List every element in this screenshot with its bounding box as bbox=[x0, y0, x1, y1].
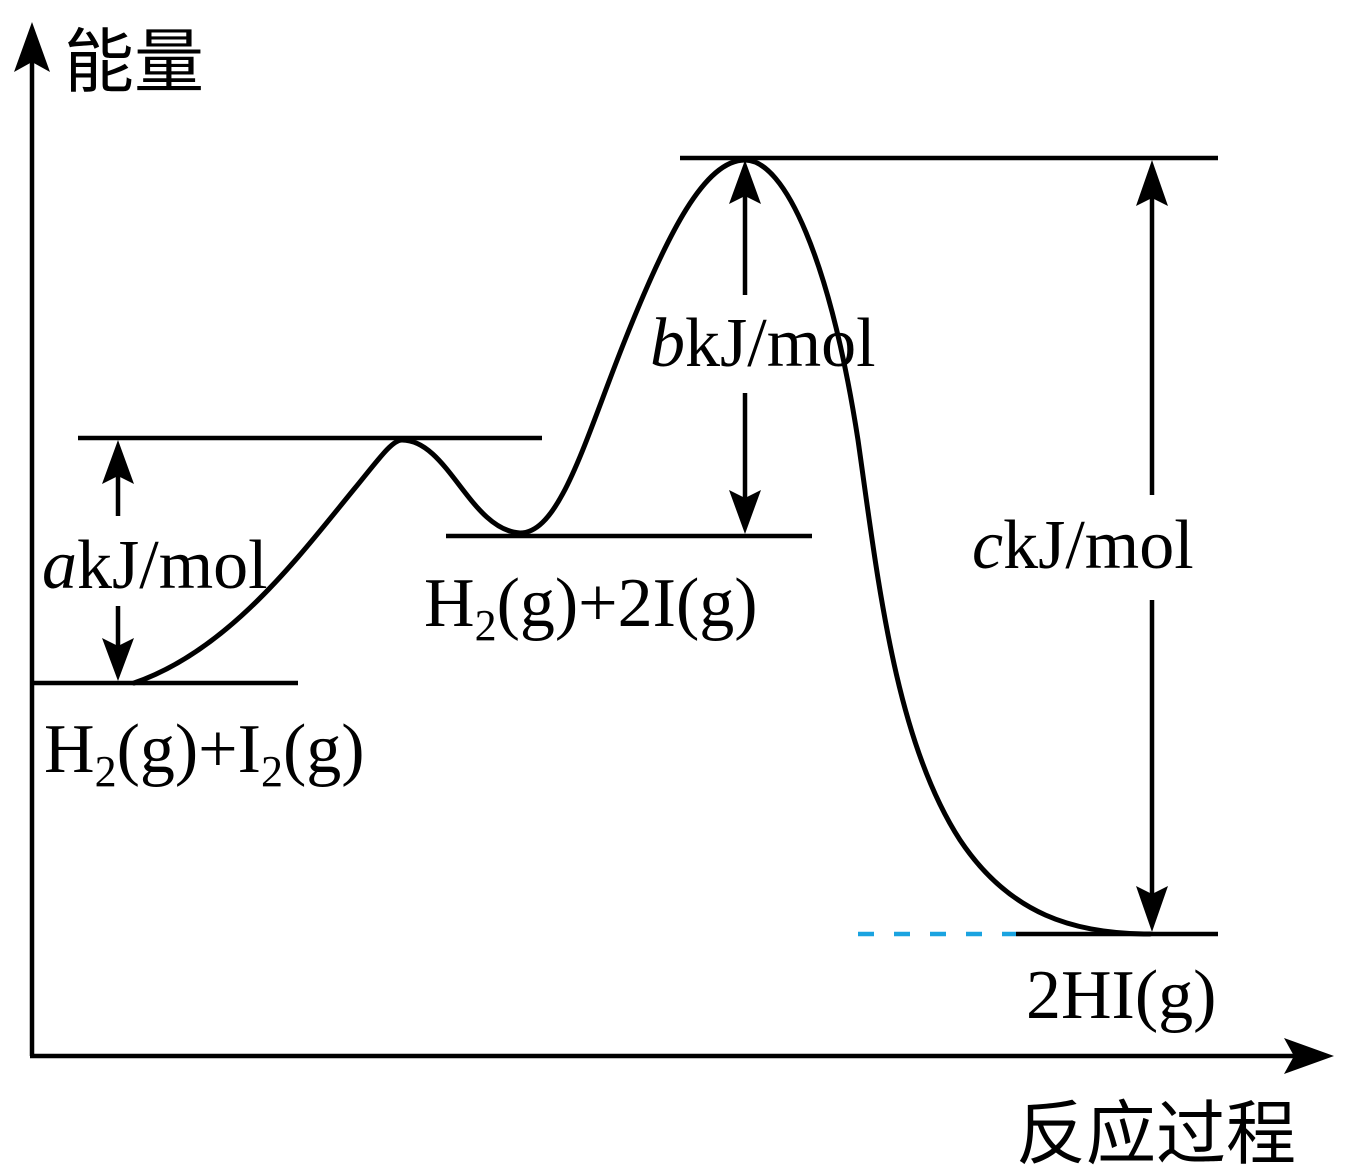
arrow-b-up-head bbox=[729, 160, 761, 204]
reactants-i-subscript: 2 bbox=[261, 747, 283, 796]
energy-label-c: ckJ/mol bbox=[972, 507, 1194, 584]
arrow-a-down-head bbox=[102, 638, 134, 681]
reactants-mid: (g)+I bbox=[117, 711, 261, 788]
energy-unit-a: kJ/mol bbox=[77, 527, 268, 604]
intermediate-tail: (g)+2I(g) bbox=[497, 565, 758, 642]
x-axis-arrowhead bbox=[1284, 1038, 1334, 1074]
arrow-b-down-head bbox=[729, 490, 761, 534]
reactants-label: H2(g)+I2(g) bbox=[44, 711, 365, 796]
reactants-h: H bbox=[44, 711, 95, 788]
energy-label-b: bkJ/mol bbox=[650, 305, 876, 382]
reactants-tail: (g) bbox=[283, 711, 365, 788]
arrow-a-up-head bbox=[102, 440, 134, 484]
arrow-a bbox=[102, 440, 134, 681]
energy-unit-c: kJ/mol bbox=[1003, 507, 1194, 584]
x-axis-label: 反应过程 bbox=[1016, 1093, 1296, 1172]
product-label: 2HI(g) bbox=[1026, 957, 1216, 1034]
energy-var-a: a bbox=[42, 527, 77, 604]
intermediate-label: H2(g)+2I(g) bbox=[424, 565, 758, 650]
arrow-c bbox=[1136, 160, 1168, 932]
energy-var-c: c bbox=[972, 507, 1003, 584]
arrow-c-up-head bbox=[1136, 160, 1168, 206]
arrow-c-down-head bbox=[1136, 886, 1168, 932]
axes bbox=[14, 22, 1334, 1074]
energy-unit-b: kJ/mol bbox=[685, 305, 876, 382]
energy-label-a: akJ/mol bbox=[42, 527, 268, 604]
y-axis-label: 能量 bbox=[64, 21, 204, 103]
arrow-b bbox=[729, 160, 761, 534]
reactants-h-subscript: 2 bbox=[95, 747, 117, 796]
intermediate-h-subscript: 2 bbox=[475, 601, 497, 650]
intermediate-h: H bbox=[424, 565, 475, 642]
reaction-path-curve bbox=[131, 157, 1153, 937]
y-axis-arrowhead bbox=[14, 22, 50, 72]
energy-var-b: b bbox=[650, 305, 685, 382]
